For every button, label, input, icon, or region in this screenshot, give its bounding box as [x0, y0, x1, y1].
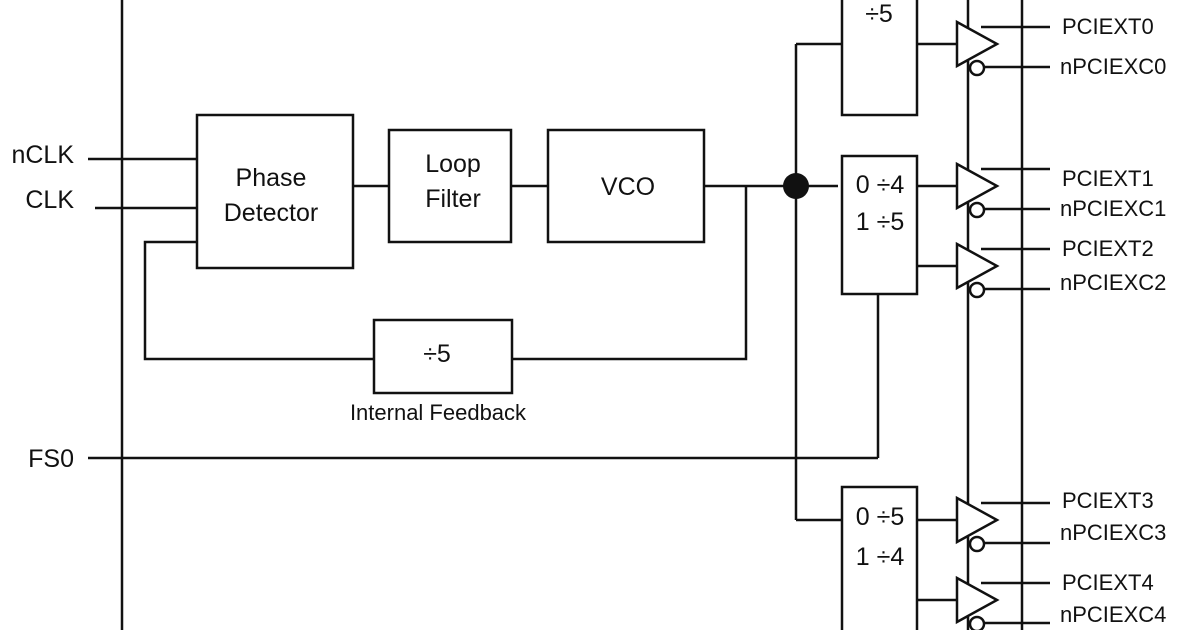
bottom-divider-block	[840, 485, 919, 630]
loop-filter-label-1: Loop	[425, 150, 481, 178]
feedback-wire-right	[512, 186, 748, 361]
feedback-divider-label: ÷5	[423, 340, 451, 368]
phase-detector-label-2: Detector	[224, 199, 318, 227]
phase-detector-block	[195, 113, 355, 270]
output-neg-0: nPCIEXC0	[1060, 54, 1166, 79]
vco-label: VCO	[601, 173, 655, 201]
output-pos-3: PCIEXT3	[1062, 488, 1154, 513]
output-buffer-0	[955, 19, 1050, 77]
output-buffer-4	[955, 575, 1050, 630]
output-buffer-2	[955, 241, 1050, 299]
top-divider-label: ÷5	[865, 0, 893, 28]
mid-divider-label-1: 0 ÷4	[856, 171, 905, 199]
mid-divider-label-2: 1 ÷5	[856, 208, 904, 236]
output-pos-1: PCIEXT1	[1062, 166, 1154, 191]
feedback-wire-left	[143, 240, 374, 361]
mid-divider-block	[840, 154, 919, 296]
output-buffer-1	[955, 161, 1050, 219]
output-pos-0: PCIEXT0	[1062, 14, 1154, 39]
bottom-divider-label-2: 1 ÷4	[856, 543, 905, 571]
output-neg-4: nPCIEXC4	[1060, 602, 1166, 627]
output-neg-2: nPCIEXC2	[1060, 270, 1166, 295]
top-divider-block	[840, 0, 919, 117]
phase-detector-label-1: Phase	[236, 164, 307, 192]
output-buffer-3	[955, 495, 1050, 553]
bottom-divider-label-1: 0 ÷5	[856, 503, 904, 531]
output-pos-4: PCIEXT4	[1062, 570, 1154, 595]
feedback-divider-block	[372, 318, 514, 395]
output-neg-3: nPCIEXC3	[1060, 520, 1166, 545]
fs0-label: FS0	[28, 445, 74, 473]
output-pos-2: PCIEXT2	[1062, 236, 1154, 261]
output-neg-1: nPCIEXC1	[1060, 196, 1166, 221]
junction-dot	[783, 173, 809, 199]
loop-filter-label-2: Filter	[425, 185, 481, 213]
nclk-label: nCLK	[11, 141, 74, 169]
clk-label: CLK	[25, 186, 74, 214]
internal-feedback-caption: Internal Feedback	[350, 400, 527, 425]
